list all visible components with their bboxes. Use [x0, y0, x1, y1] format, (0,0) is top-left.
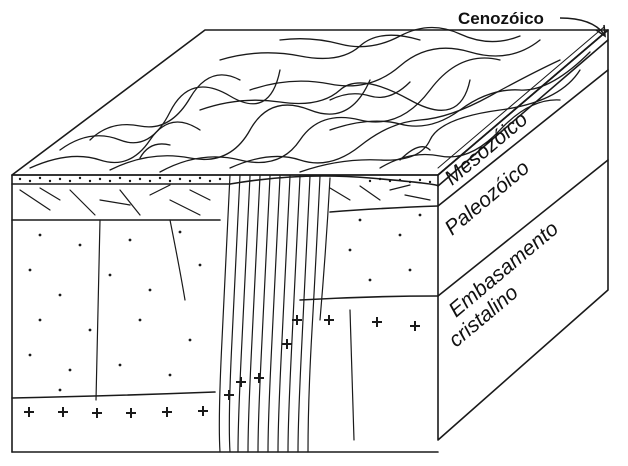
fracture-swarm	[96, 175, 354, 452]
right-face	[438, 30, 608, 440]
paleozoic-dots	[29, 214, 422, 392]
cenozoic-pointer	[560, 18, 605, 36]
top-fractures	[30, 27, 590, 172]
label-cenozoico: Cenozóico	[458, 9, 544, 28]
cenozoic-layer	[12, 27, 608, 175]
paleozoic-fractures	[20, 185, 430, 215]
